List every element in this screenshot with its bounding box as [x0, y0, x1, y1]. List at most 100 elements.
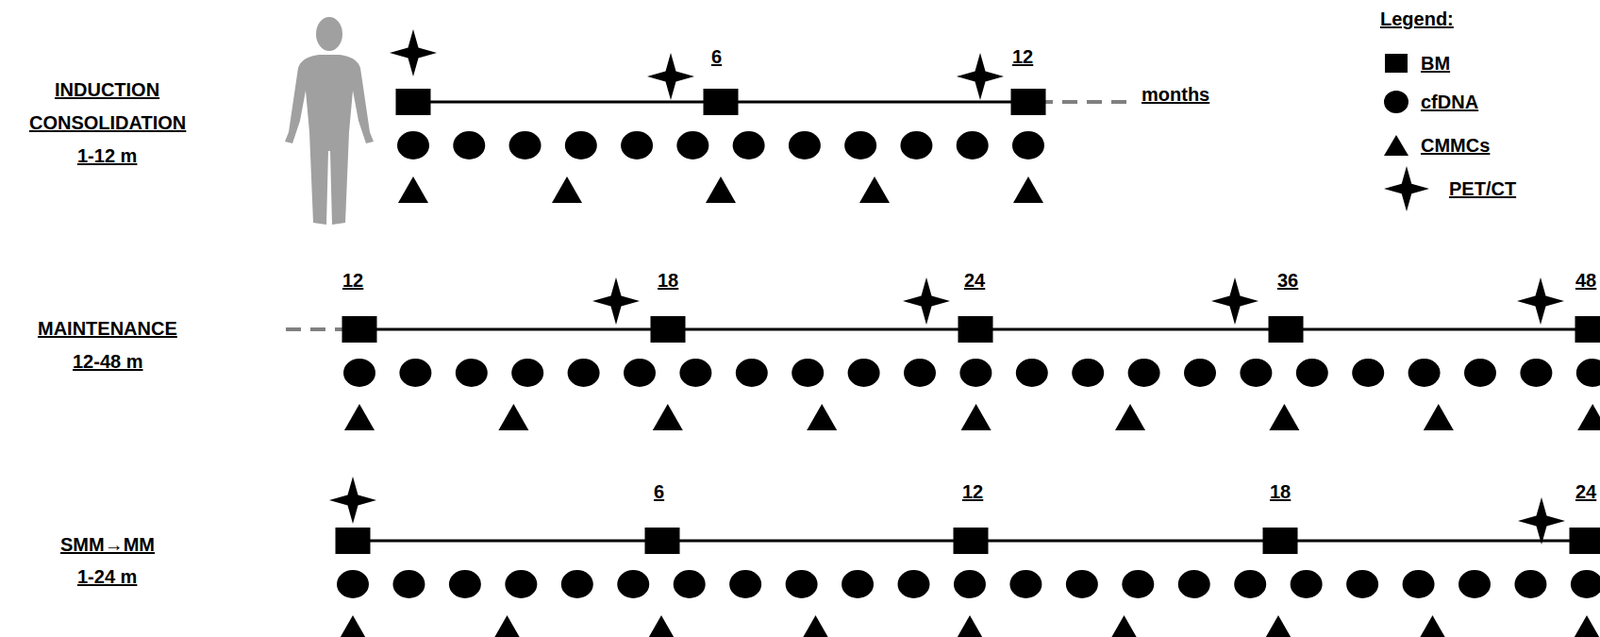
- cfdna-circle: [1464, 358, 1497, 387]
- cfdna-circle: [676, 131, 709, 160]
- cfdna-circle: [788, 131, 821, 160]
- timeline-label: 12-48 m: [72, 350, 144, 372]
- timeline-label: 12: [1012, 46, 1034, 67]
- cfdna-circle: [1402, 569, 1435, 599]
- petct-star: [1211, 277, 1259, 325]
- bm-square: [1011, 88, 1047, 116]
- timeline-label: 12: [962, 481, 984, 502]
- cfdna-circle: [1290, 569, 1323, 599]
- cfdna-circle: [1071, 358, 1104, 387]
- cfdna-circle: [623, 358, 656, 387]
- cmmc-triangle: [1577, 403, 1600, 431]
- legend-text: cfDNA: [1420, 91, 1479, 113]
- bm-square: [650, 316, 686, 343]
- petct-star: [1516, 277, 1565, 325]
- cfdna-circle: [1346, 569, 1379, 599]
- timeline-label: 6: [711, 46, 722, 67]
- cfdna-circle: [511, 358, 544, 387]
- cfdna-circle: [1012, 131, 1045, 160]
- cfdna-circle: [1121, 569, 1154, 599]
- cfdna-circle: [844, 131, 877, 160]
- cfdna-circle: [452, 131, 485, 160]
- petct-star: [902, 277, 950, 325]
- cfdna-circle: [1576, 358, 1600, 387]
- cmmc-triangle: [954, 615, 985, 637]
- cfdna-circle: [729, 569, 762, 599]
- timeline-label: 24: [1575, 481, 1597, 502]
- cfdna-circle: [561, 569, 594, 599]
- cfdna-circle: [343, 358, 376, 387]
- human-figure: [284, 16, 374, 225]
- timeline-label: MAINTENANCE: [37, 317, 178, 339]
- cfdna-circle: [1296, 358, 1329, 387]
- bm-square: [1575, 316, 1600, 343]
- cfdna-circle: [898, 569, 931, 599]
- cfdna-circle: [1383, 90, 1409, 114]
- bm-square: [396, 88, 432, 116]
- cmmc-triangle: [705, 176, 736, 203]
- cfdna-circle: [509, 131, 542, 160]
- cmmc-triangle: [859, 176, 890, 203]
- cmmc-triangle: [1268, 403, 1300, 431]
- cfdna-circle: [841, 569, 874, 599]
- cmmc-triangle: [1109, 615, 1140, 637]
- bm-square: [953, 527, 989, 554]
- cfdna-circle: [953, 569, 986, 599]
- bm-square: [958, 316, 994, 343]
- cfdna-circle: [1128, 358, 1161, 387]
- cfdna-circle: [1239, 358, 1272, 387]
- bm-square: [703, 88, 739, 116]
- cfdna-circle: [1351, 358, 1384, 387]
- cfdna-circle: [791, 358, 824, 387]
- petct-star: [647, 52, 695, 100]
- cmmc-triangle: [551, 176, 583, 203]
- bm-square: [1268, 316, 1304, 343]
- timeline-label: 12: [342, 269, 364, 291]
- cmmc-triangle: [398, 176, 429, 203]
- cmmc-triangle: [1417, 615, 1449, 637]
- cfdna-circle: [679, 358, 712, 387]
- timeline-label: 24: [964, 269, 985, 291]
- cmmc-triangle: [806, 403, 837, 431]
- timeline-label: 1-24 m: [77, 566, 137, 587]
- petct-star: [329, 476, 377, 524]
- bm-square: [342, 316, 378, 343]
- cfdna-circle: [1458, 569, 1491, 599]
- bm-square: [1263, 527, 1299, 554]
- cfdna-circle: [673, 569, 706, 599]
- cmmc-triangle: [498, 403, 529, 431]
- cfdna-circle: [848, 358, 881, 387]
- cfdna-circle: [959, 358, 992, 387]
- cfdna-circle: [900, 131, 933, 160]
- cfdna-circle: [397, 131, 430, 160]
- cmmc-triangle: [1263, 615, 1294, 637]
- timeline-label: 48: [1575, 269, 1597, 291]
- legend-text: PET/CT: [1449, 178, 1517, 200]
- cmmc-triangle: [344, 403, 375, 431]
- cfdna-circle: [336, 569, 369, 599]
- cfdna-circle: [1408, 358, 1441, 387]
- cfdna-circle: [1178, 569, 1211, 599]
- cfdna-circle: [1009, 569, 1042, 599]
- cmmc-triangle: [1383, 134, 1409, 156]
- bm-square: [1569, 527, 1600, 554]
- bm-square: [335, 527, 371, 554]
- timeline-label: INDUCTION: [54, 79, 160, 100]
- cfdna-circle: [1016, 358, 1049, 387]
- bm-square: [645, 527, 681, 554]
- timeline-label: 1-12 m: [77, 145, 137, 167]
- legend-title: Legend:: [1380, 8, 1454, 30]
- cfdna-circle: [455, 358, 488, 387]
- cfdna-circle: [1514, 569, 1547, 599]
- axis-unit: months: [1141, 83, 1210, 105]
- cfdna-circle: [956, 131, 989, 160]
- cmmc-triangle: [1013, 176, 1044, 203]
- cmmc-triangle: [800, 615, 832, 637]
- petct-star: [592, 277, 640, 325]
- cfdna-circle: [504, 569, 537, 599]
- timeline-label: 18: [657, 269, 679, 291]
- cfdna-circle: [449, 569, 482, 599]
- cfdna-circle: [567, 358, 600, 387]
- cmmc-triangle: [492, 615, 523, 637]
